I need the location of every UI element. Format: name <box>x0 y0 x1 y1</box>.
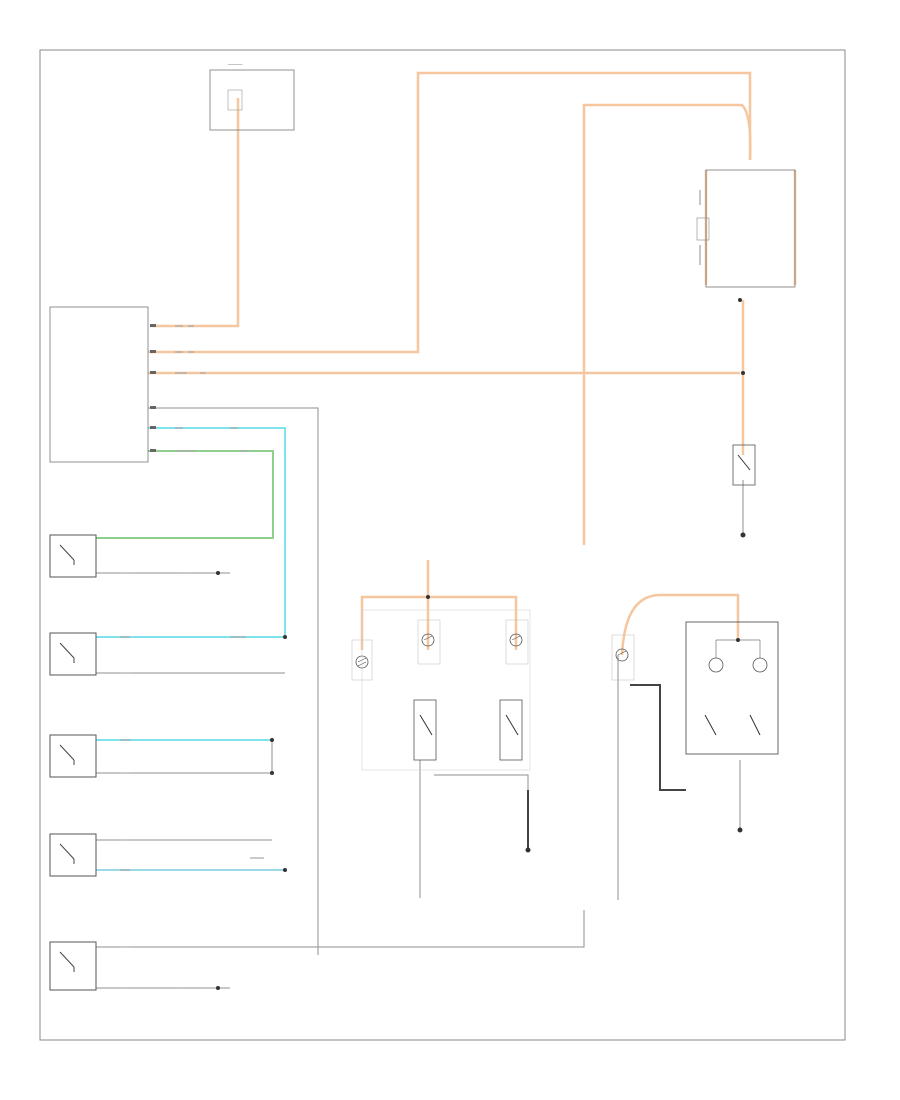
wire-center-h <box>434 774 529 828</box>
wire-rear-lamp-feed <box>620 593 740 656</box>
diagram-frame <box>39 49 846 1041</box>
ground-center <box>525 847 531 853</box>
right-rear-door-jamb-switch <box>49 734 97 778</box>
front-lamp-assembly <box>361 609 531 771</box>
wire-code-marks <box>120 325 264 989</box>
body-control-module <box>49 306 156 463</box>
underhood-fuse-block: ────── <box>209 62 295 131</box>
wire-cyan-main <box>96 427 286 638</box>
connector-dots <box>216 298 745 990</box>
liftgate-ajar-switch <box>49 941 97 991</box>
wire-lamp-bus <box>360 595 518 650</box>
signal-wires <box>96 427 286 871</box>
rear-dome-lamp <box>611 634 635 681</box>
right-reading-lamp <box>505 619 529 665</box>
wire-top-bus <box>148 71 752 354</box>
wire-second-bus <box>582 103 752 545</box>
wire-ground-3 <box>96 740 273 774</box>
ground-rear <box>737 827 743 833</box>
left-reading-lamp <box>417 619 441 665</box>
wire-bcm-frame <box>148 407 319 955</box>
power-wires <box>148 71 797 656</box>
wire-liftgate <box>96 910 585 948</box>
instrument-panel-fuse-block <box>696 169 796 288</box>
driver-door-jamb-switch <box>49 534 97 578</box>
svg-text:──────: ────── <box>227 62 243 67</box>
left-rear-door-jamb-switch <box>49 833 97 877</box>
wire-fuse-a-to-bcm <box>150 98 240 328</box>
right-reading-lamp-switch <box>499 699 523 761</box>
ground-right <box>740 532 746 538</box>
cargo-lamp-switch <box>732 444 756 486</box>
passenger-door-jamb-switch <box>49 632 97 676</box>
dark-wires <box>527 684 686 850</box>
wire-green <box>96 450 274 539</box>
wire-dark-rear <box>630 684 686 791</box>
left-reading-lamp-switch <box>413 699 437 761</box>
gray-wires <box>96 190 744 989</box>
rear-reading-lamps <box>685 621 779 755</box>
